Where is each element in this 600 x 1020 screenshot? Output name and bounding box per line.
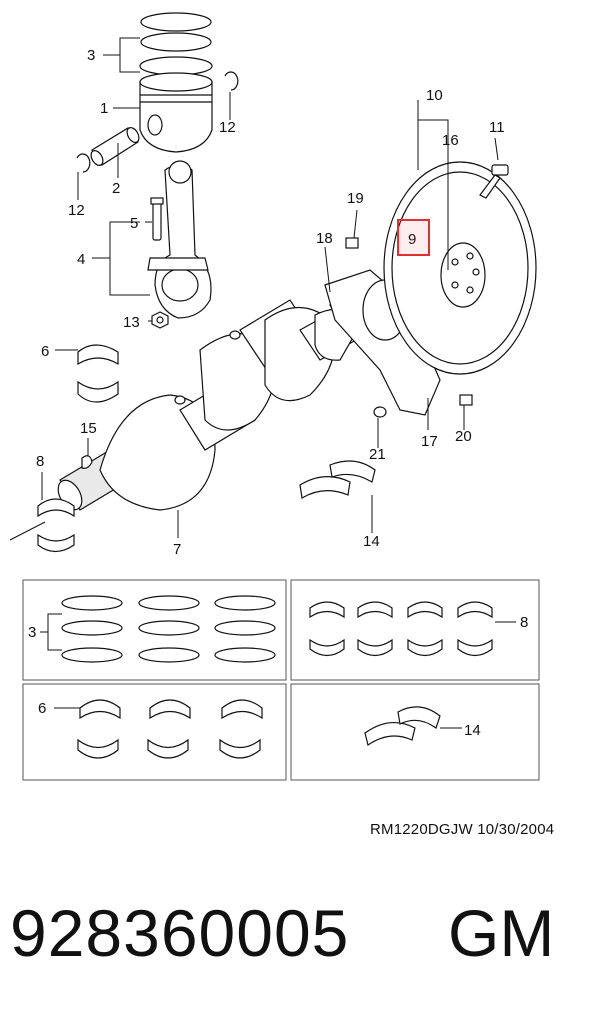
box-callout-6: 6 [38,700,46,717]
callout-4: 4 [77,251,85,268]
dowel-pin [373,406,387,418]
kit-box-piston-rings: 3 [22,579,287,681]
callout-7: 7 [173,541,181,558]
box-callout-8: 8 [520,614,528,631]
callout-12b: 12 [68,202,85,219]
callout-16: 16 [442,132,459,149]
flywheel-bolt [479,164,509,199]
piston-pin [90,127,140,166]
flywheel [383,161,537,375]
callout-12a: 12 [219,119,236,136]
thrust-washer [299,460,376,499]
callout-8: 8 [36,453,44,470]
callout-1: 1 [100,100,108,117]
connecting-rod [147,160,212,319]
kit-box-main-bearings: 8 [290,579,540,681]
callout-15: 15 [80,420,97,437]
rod-bolt [150,197,164,241]
callout-17: 17 [421,433,438,450]
kit-box-rod-bearings: 6 [22,683,287,781]
callout-13: 13 [123,314,140,331]
leader-lines [9,37,499,541]
callout-9: 9 [408,231,416,248]
piston-rings [139,12,213,76]
rod-nut [151,311,169,329]
box-callout-14: 14 [464,722,481,739]
rod-bearing [77,344,119,403]
snap-ring [76,71,239,173]
woodruff-key [81,455,93,469]
diagram-code: RM1220DGJW 10/30/2004 [370,821,555,838]
main-bearing [37,498,75,553]
bolt-left [345,237,359,249]
callout-14: 14 [363,533,380,550]
part-number: 928360005 [10,896,350,970]
highlight-box-part-9 [397,219,430,256]
piston [139,72,213,153]
callout-5: 5 [130,215,138,232]
kit-box-thrust-washers: 14 [290,683,540,781]
bolt-right [459,394,473,406]
callout-11: 11 [489,119,505,136]
callout-20: 20 [455,428,472,445]
callout-19: 19 [347,190,364,207]
callout-3: 3 [87,47,95,64]
callout-labels: 3 1 12 2 12 5 4 13 6 15 8 7 10 11 16 19 … [36,47,505,558]
callout-18: 18 [316,230,333,247]
callout-2: 2 [112,180,120,197]
callout-21: 21 [369,446,386,463]
callout-6: 6 [41,343,49,360]
callout-10: 10 [426,87,443,104]
brand-label: GM [448,896,555,970]
box-callout-3: 3 [28,624,36,641]
